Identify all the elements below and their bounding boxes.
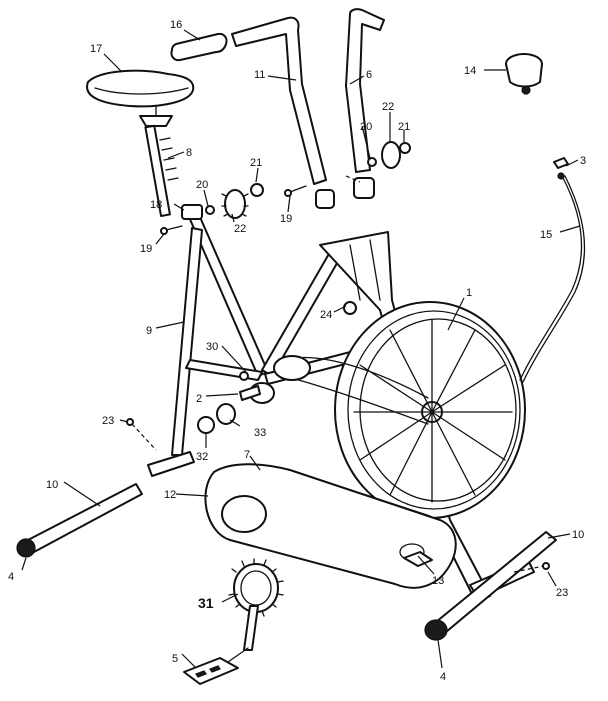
stabilizer-tube-front — [424, 531, 557, 641]
callout-12: 12 — [164, 489, 176, 501]
callout-9: 9 — [146, 325, 152, 337]
callout-7: 7 — [244, 449, 250, 461]
flywheel — [334, 301, 526, 519]
leader-lines — [21, 29, 581, 669]
callout-3: 3 — [580, 155, 586, 167]
speedometer — [505, 53, 543, 95]
callout-19b: 19 — [280, 213, 292, 225]
stabilizer-tube-rear — [16, 483, 143, 558]
bracket-hardware — [126, 301, 550, 573]
callout-5: 5 — [172, 653, 178, 665]
callout-24: 24 — [320, 309, 332, 321]
callout-14: 14 — [464, 65, 476, 77]
callout-1: 1 — [466, 287, 472, 299]
tension-knob — [553, 157, 569, 180]
callout-21b: 21 — [398, 121, 410, 133]
chain-guard — [204, 463, 457, 589]
callout-4b: 4 — [440, 671, 446, 683]
callout-10b: 10 — [572, 529, 584, 541]
callout-6: 6 — [366, 69, 372, 81]
callout-17: 17 — [90, 43, 102, 55]
callout-19a: 19 — [140, 243, 152, 255]
callout-10a: 10 — [46, 479, 58, 491]
adjustment-knob-left — [221, 189, 249, 219]
callout-23b: 23 — [556, 587, 568, 599]
bolts — [160, 185, 307, 235]
seat — [86, 69, 195, 127]
callout-21a: 21 — [250, 157, 262, 169]
right-handlebar — [345, 8, 385, 199]
seat-post — [144, 124, 179, 217]
callout-22a: 22 — [234, 223, 246, 235]
crank — [243, 551, 433, 651]
callout-18: 18 — [150, 199, 162, 211]
callout-23a: 23 — [102, 415, 114, 427]
callout-32: 32 — [196, 451, 208, 463]
chain — [273, 355, 429, 425]
hand-grip — [170, 32, 228, 62]
adjustment-knob-right — [381, 141, 401, 169]
callout-31: 31 — [198, 595, 214, 611]
callout-8: 8 — [186, 147, 192, 159]
tension-cable — [519, 175, 586, 383]
callout-16: 16 — [170, 19, 182, 31]
callout-33: 33 — [254, 427, 266, 439]
callout-4a: 4 — [8, 571, 14, 583]
callout-2: 2 — [196, 393, 202, 405]
callout-22b: 22 — [382, 101, 394, 113]
callout-13: 13 — [432, 575, 444, 587]
callout-numbers: 16 17 11 6 14 3 15 8 20 21 18 22 19 19 2… — [8, 19, 586, 683]
pedal — [183, 647, 249, 685]
callout-30: 30 — [206, 341, 218, 353]
callout-20b: 20 — [360, 121, 372, 133]
knob-washer-right — [367, 142, 411, 167]
left-handlebar — [231, 16, 335, 209]
callout-20a: 20 — [196, 179, 208, 191]
knob-washer-left — [205, 183, 264, 215]
callout-15: 15 — [540, 229, 552, 241]
callout-11: 11 — [254, 69, 265, 81]
